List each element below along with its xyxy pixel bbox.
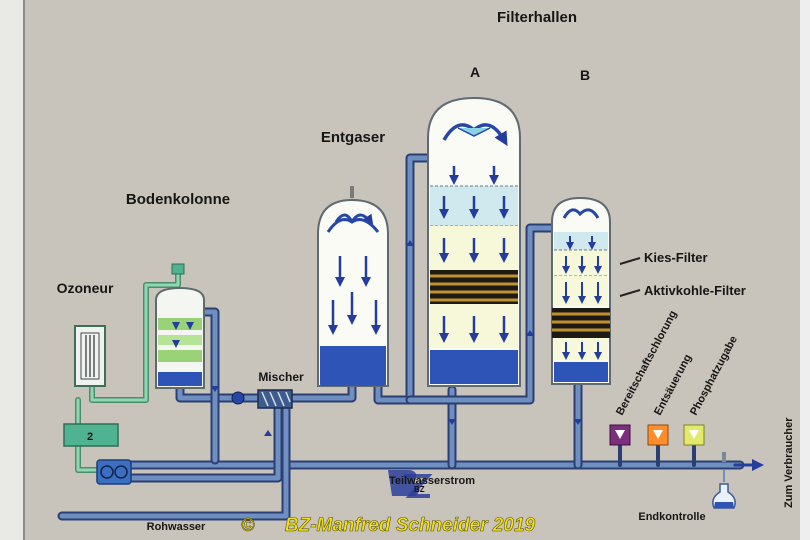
entgaser-tank (317, 186, 389, 387)
pump-number: 2 (87, 431, 93, 443)
filter-a-carbon-layer (430, 270, 518, 304)
label-filterhallen: Filterhallen (497, 9, 577, 26)
label-mischer: Mischer (258, 370, 304, 384)
label-entsaeuerung: Entsäuerung (652, 352, 694, 417)
ozoneur-unit (74, 325, 106, 387)
pump-2: 2 (63, 423, 119, 447)
label-entgaser: Entgaser (321, 129, 385, 146)
wall-left-edge (0, 0, 24, 540)
bz-logo: BZ (388, 470, 433, 498)
label-bodenkolonne: Bodenkolonne (126, 191, 230, 208)
label-rohwasser: Rohwasser (147, 521, 206, 533)
filter-b-carbon-layer (552, 308, 610, 338)
bodenkolonne-column (155, 263, 205, 389)
watermark-copyright-symbol: © (241, 515, 254, 535)
circulation-pump (96, 459, 132, 485)
watermark-text: BZ-Manfred Schneider 2019 (285, 515, 536, 536)
label-teilwasserstrom: Teilwasserstrom (389, 475, 475, 487)
label-ozoneur: Ozoneur (57, 280, 114, 296)
filter-a-tank (427, 96, 521, 387)
label-zum-verbraucher: Zum Verbraucher (783, 417, 795, 508)
mischer-mixer (231, 389, 293, 409)
dosing-phosphate-unit (683, 424, 705, 446)
filter-b-tank (551, 196, 641, 385)
bz-logo-text: BZ (414, 485, 425, 494)
label-kies-filter: Kies-Filter (644, 250, 708, 265)
wall-right-edge (800, 0, 810, 540)
label-filter-a: A (470, 64, 480, 80)
label-filter-b: B (580, 67, 590, 83)
dosing-deacidification-unit (647, 424, 669, 446)
label-endkontrolle: Endkontrolle (638, 511, 705, 523)
endkontrolle-sample-flask (712, 452, 736, 509)
label-phosphatzugabe: Phosphatzugabe (688, 334, 740, 417)
dosing-chlorination-unit (609, 424, 631, 446)
copyright-watermark: © BZ-Manfred Schneider 2019 (241, 515, 536, 537)
label-aktivkohle-filter: Aktivkohle-Filter (644, 283, 746, 298)
